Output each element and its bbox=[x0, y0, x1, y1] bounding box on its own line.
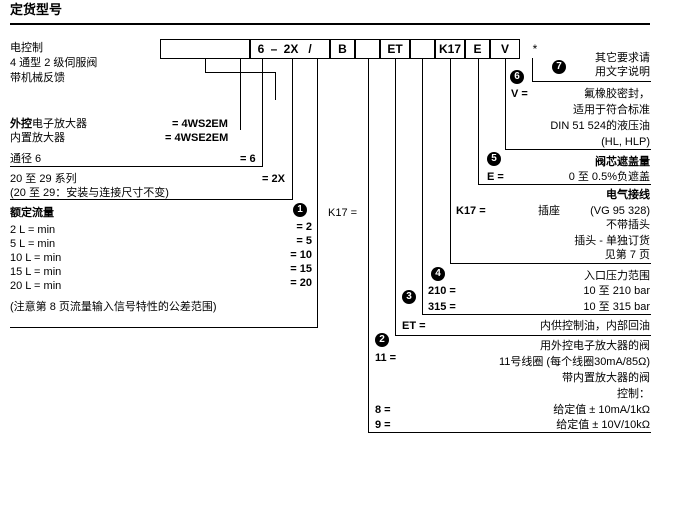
code-b: B bbox=[338, 42, 347, 56]
seal-code: V = bbox=[511, 88, 528, 100]
flow-label: 2 L = min bbox=[10, 224, 56, 236]
series-note: (20 至 29：安装与连接尺寸不变) bbox=[10, 187, 169, 199]
series-label: 20 至 29 系列 bbox=[10, 173, 77, 185]
flow-note: (注意第 8 页流量输入信号特性的公差范围) bbox=[10, 301, 217, 313]
code-box-b bbox=[330, 39, 355, 59]
pressure-code: 210 = bbox=[428, 285, 456, 297]
flow-code: = 2 bbox=[296, 221, 312, 233]
seal-text: DIN 51 524的液压油 bbox=[550, 120, 650, 132]
pilot-oil-desc: 内供控制油，内部回油 bbox=[540, 320, 650, 332]
valve-type-label: 4 通型 2 级伺服阀 bbox=[10, 57, 98, 69]
code-slash: / bbox=[308, 42, 312, 56]
connection-code: K17 = bbox=[456, 205, 486, 217]
header-rule bbox=[10, 23, 650, 25]
flow-label: 15 L = min bbox=[10, 266, 62, 278]
marker-7: 7 bbox=[552, 60, 566, 74]
code-e: E bbox=[473, 42, 482, 56]
flow-label: 20 L = min bbox=[10, 280, 62, 292]
external-amplifier-label: 外控电子放大器 bbox=[10, 118, 87, 131]
marker-1: 1 bbox=[293, 203, 307, 217]
electrical-connection-title: 电气接线 bbox=[606, 189, 650, 201]
pressure-range-title: 入口压力范围 bbox=[584, 270, 650, 282]
spool-overlap-title: 阀芯遮盖量 bbox=[595, 156, 650, 168]
setpoint-desc: 给定值 ± 10mA/1kΩ bbox=[553, 404, 650, 416]
amplifier-text: 11号线圈 (每个线圈30mA/85Ω) bbox=[498, 356, 650, 368]
connection-socket: 插座 bbox=[538, 205, 560, 217]
pilot-oil-code: ET = bbox=[402, 320, 426, 332]
flow-code: = 15 bbox=[290, 263, 312, 275]
code-dash: – bbox=[270, 42, 278, 56]
pressure-desc: 10 至 315 bar bbox=[583, 301, 650, 313]
other-requirements-text: 用文字说明 bbox=[595, 66, 650, 78]
code-v: V bbox=[500, 42, 509, 56]
page-title: 定货型号 bbox=[10, 2, 63, 17]
flow-title: 额定流量 bbox=[10, 207, 54, 219]
marker-6: 6 bbox=[510, 70, 524, 84]
series-code: = 2X bbox=[262, 173, 285, 185]
setpoint-code: 9 = bbox=[375, 419, 391, 431]
other-requirements-text: 其它要求请 bbox=[595, 52, 650, 64]
connection-standard: (VG 95 328) bbox=[590, 205, 650, 217]
coil-code: 11 = bbox=[375, 352, 397, 364]
size-label: 通径 6 bbox=[10, 153, 42, 165]
code-star: * bbox=[532, 42, 538, 56]
spool-desc: 0 至 0.5%负遮盖 bbox=[568, 171, 650, 183]
marker-2: 2 bbox=[375, 333, 389, 347]
spool-code: E = bbox=[487, 171, 504, 183]
internal-amplifier-label: 内置放大器 bbox=[10, 132, 65, 144]
seal-text: (HL, HLP) bbox=[601, 136, 650, 148]
pressure-code: 315 = bbox=[428, 301, 456, 313]
internal-amplifier-code: = 4WSE2EM bbox=[165, 132, 229, 144]
feedback-label: 带机械反馈 bbox=[10, 72, 65, 84]
code-box-size-series bbox=[250, 39, 330, 59]
setpoint-desc: 给定值 ± 10V/10kΩ bbox=[556, 419, 650, 431]
connection-text: 见第 7 页 bbox=[604, 249, 650, 261]
amplifier-text: 用外控电子放大器的阀 bbox=[540, 340, 650, 352]
external-amplifier-rest: 电子放大器 bbox=[32, 118, 87, 130]
flow-code: = 5 bbox=[296, 235, 312, 247]
connection-text: 不带插头 bbox=[606, 219, 650, 231]
electric-control-label: 电控制 bbox=[10, 42, 43, 54]
size-code: = 6 bbox=[240, 153, 256, 165]
seal-text: 适用于符合标准 bbox=[573, 104, 650, 116]
flow-label: 5 L = min bbox=[10, 238, 56, 250]
code-box-base bbox=[160, 39, 250, 59]
code-size: 6 bbox=[257, 42, 265, 56]
k17-left-code: K17 = bbox=[328, 207, 358, 219]
marker-5: 5 bbox=[487, 152, 501, 166]
amplifier-text: 控制： bbox=[617, 388, 650, 400]
marker-4: 4 bbox=[431, 267, 445, 281]
flow-code: = 10 bbox=[290, 249, 312, 261]
code-et: ET bbox=[387, 42, 403, 56]
marker-3: 3 bbox=[402, 290, 416, 304]
amplifier-text: 带内置放大器的阀 bbox=[562, 372, 650, 384]
flow-code: = 20 bbox=[290, 277, 312, 289]
connection-text: 插头 - 单独订货 bbox=[574, 235, 650, 247]
code-box-e bbox=[465, 39, 490, 59]
code-box-flow bbox=[355, 39, 380, 59]
code-series: 2X bbox=[283, 42, 299, 56]
code-box-pressure bbox=[410, 39, 435, 59]
code-k17: K17 bbox=[438, 42, 461, 56]
external-amplifier-code: = 4WS2EM bbox=[172, 118, 228, 130]
flow-label: 10 L = min bbox=[10, 252, 62, 264]
pressure-desc: 10 至 210 bar bbox=[583, 285, 650, 297]
setpoint-code: 8 = bbox=[375, 404, 391, 416]
seal-text: 氟橡胶密封， bbox=[584, 88, 650, 100]
external-amplifier-bold: 外控 bbox=[10, 118, 32, 130]
